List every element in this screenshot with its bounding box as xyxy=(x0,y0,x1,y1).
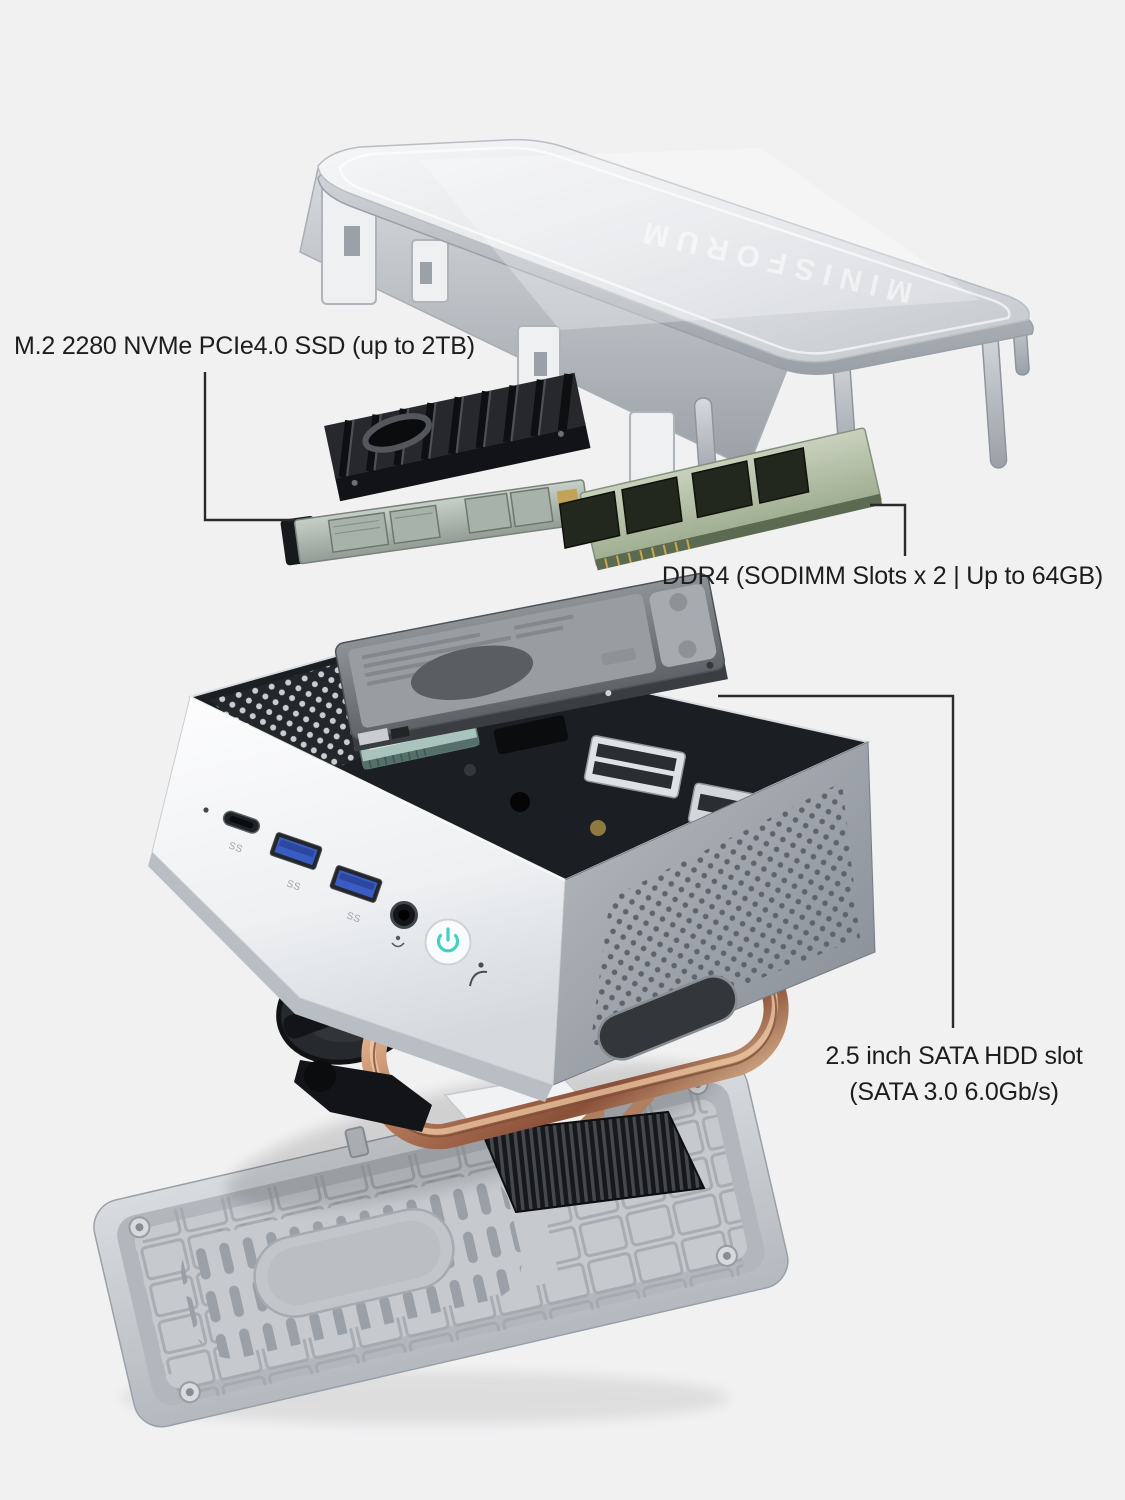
chassis-bottom-edge xyxy=(148,852,553,1102)
usb-a2-mark: SS xyxy=(345,910,362,925)
usb-a-port-2 xyxy=(329,865,383,903)
power-button xyxy=(424,918,472,966)
m2-ssd xyxy=(280,479,590,566)
handle-cutout xyxy=(597,975,738,1061)
top-cover-highlight xyxy=(420,148,980,330)
side-panel-vents xyxy=(590,782,860,1048)
hdd-sata-connector xyxy=(357,728,390,746)
ssd-heatsink xyxy=(324,372,591,502)
usb-a-port-1 xyxy=(269,832,323,870)
heatsink-ring xyxy=(362,413,432,453)
ram-chips xyxy=(558,447,810,550)
mic-icon xyxy=(391,935,405,948)
leader-line-hdd xyxy=(718,694,955,1028)
label-hdd-line2: (SATA 3.0 6.0Gb/s) xyxy=(849,1078,1059,1106)
top-cover-face xyxy=(317,138,1030,363)
usb-c-mark: SS xyxy=(227,840,244,855)
label-ddr4: DDR4 (SODIMM Slots x 2 | Up to 64GB) xyxy=(661,562,1103,590)
headphone-icon xyxy=(469,962,488,987)
usb-a1-mark: SS xyxy=(285,878,302,893)
top-cover: MINISFORUM xyxy=(299,138,1034,487)
sata-hdd xyxy=(334,572,728,752)
top-cover-inner-frame xyxy=(338,146,1011,355)
usb-c-port xyxy=(222,810,261,834)
label-m2-ssd: M.2 2280 NVMe PCIe4.0 SSD (up to 2TB) xyxy=(14,332,475,360)
label-hdd: 2.5 inch SATA HDD slot (SATA 3.0 6.0Gb/s… xyxy=(825,1038,1082,1110)
leader-line-ddr4 xyxy=(870,503,907,556)
label-hdd-line1: 2.5 inch SATA HDD slot xyxy=(825,1042,1083,1070)
heatsink-fins xyxy=(480,1110,706,1214)
audio-jack xyxy=(390,901,418,929)
reset-pinhole xyxy=(203,807,209,813)
leader-line-m2-ssd xyxy=(203,372,295,522)
power-icon xyxy=(436,927,460,953)
ddr4-ram xyxy=(558,427,883,571)
